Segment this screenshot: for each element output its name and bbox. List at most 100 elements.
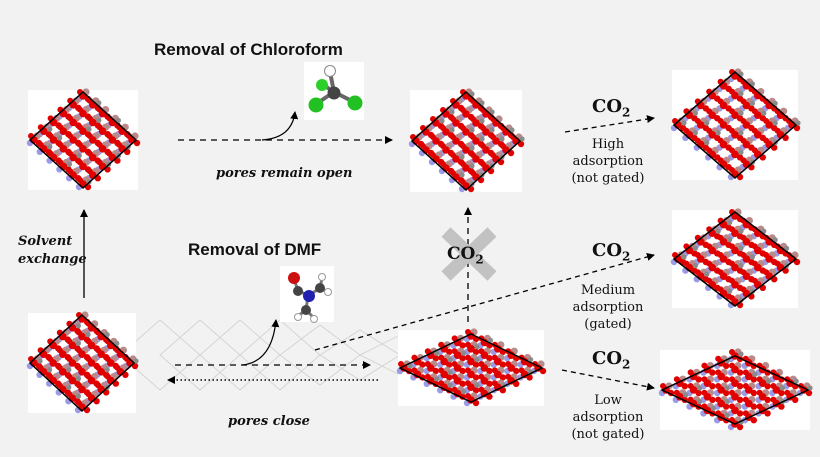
- atom: [469, 163, 475, 169]
- atom: [470, 116, 476, 122]
- atom: [784, 245, 790, 251]
- atom: [709, 383, 716, 390]
- atom: [86, 150, 93, 157]
- atom: [729, 167, 735, 173]
- atom: [478, 361, 485, 367]
- atom: [774, 260, 781, 267]
- co2-medium-label: CO2: [592, 240, 631, 264]
- atom: [723, 362, 730, 369]
- atom: [434, 350, 440, 356]
- atom: [727, 220, 733, 226]
- atom: [784, 389, 791, 396]
- solvent-exchange-label: Solvent exchange: [18, 233, 87, 269]
- atom: [715, 383, 722, 389]
- outcome-line: adsorption: [572, 300, 644, 315]
- atom: [694, 269, 701, 276]
- atom: [451, 361, 458, 367]
- atom: [793, 378, 799, 384]
- atom: [67, 115, 74, 122]
- atom: [752, 371, 758, 377]
- atom: [459, 172, 465, 178]
- atom: [77, 106, 83, 113]
- atom: [104, 332, 110, 338]
- atom: [85, 332, 91, 338]
- atom: [717, 269, 724, 276]
- atom: [75, 323, 81, 329]
- structure-closed-pores: [396, 328, 547, 407]
- atom: [446, 348, 453, 355]
- atom: [729, 349, 735, 355]
- atom: [465, 354, 471, 361]
- atom: [673, 376, 680, 383]
- atom: [465, 329, 471, 335]
- atom: [499, 136, 505, 142]
- atom: [479, 118, 485, 124]
- atom: [480, 161, 486, 167]
- atom: [440, 125, 446, 131]
- atom: [465, 380, 471, 387]
- atom: [692, 130, 698, 136]
- atom: [704, 120, 710, 126]
- atom: [740, 118, 747, 124]
- mof-crystal-image: [26, 88, 141, 191]
- dmf-release-arrow: [241, 319, 280, 366]
- atom: [717, 234, 724, 241]
- atom: [750, 376, 757, 383]
- atom: [95, 347, 102, 354]
- atom: [472, 374, 480, 381]
- atom: [740, 286, 747, 293]
- atom: [740, 234, 747, 241]
- atom: [114, 340, 120, 346]
- atom: [75, 340, 81, 346]
- atom: [717, 137, 724, 144]
- atom: [86, 168, 93, 175]
- atom: [37, 141, 44, 148]
- atom: [459, 355, 466, 362]
- atom: [740, 137, 747, 144]
- co2-low-label: CO2: [592, 348, 631, 372]
- atom: [480, 143, 486, 149]
- atom: [763, 269, 770, 276]
- atom: [47, 367, 53, 373]
- atom: [470, 170, 476, 176]
- atom: [729, 362, 735, 369]
- atom: [681, 383, 688, 390]
- co2-low-arrow: [561, 369, 655, 391]
- atom: [486, 367, 493, 375]
- atom: [459, 380, 466, 387]
- atom: [85, 338, 92, 345]
- atom: [472, 361, 480, 368]
- atom: [37, 364, 44, 371]
- atom: [77, 141, 83, 148]
- atom: [742, 369, 749, 376]
- atom: [695, 376, 702, 383]
- atom: [715, 396, 722, 403]
- atom: [480, 125, 486, 131]
- atom: [729, 243, 735, 250]
- atom: [491, 367, 498, 374]
- atom: [697, 385, 703, 391]
- atom: [736, 423, 744, 431]
- structure-medium-adsorption: [670, 208, 801, 309]
- atom: [133, 358, 139, 364]
- atom: [778, 389, 785, 397]
- atom: [472, 399, 480, 407]
- atom: [115, 117, 121, 123]
- atom: [57, 159, 64, 166]
- atom: [528, 357, 534, 363]
- atom: [96, 159, 103, 166]
- atom: [764, 396, 771, 403]
- atom: [770, 383, 777, 389]
- atom: [751, 243, 758, 250]
- atom: [430, 152, 436, 158]
- atom: [479, 136, 485, 142]
- outcome-line: (gated): [584, 317, 632, 332]
- atom: [56, 347, 63, 354]
- atom: [85, 373, 92, 380]
- atom: [701, 403, 708, 410]
- atom: [66, 373, 73, 380]
- structure-open-pores: [408, 88, 525, 193]
- atom: [729, 277, 735, 284]
- atom: [446, 361, 453, 368]
- atom: [724, 412, 730, 418]
